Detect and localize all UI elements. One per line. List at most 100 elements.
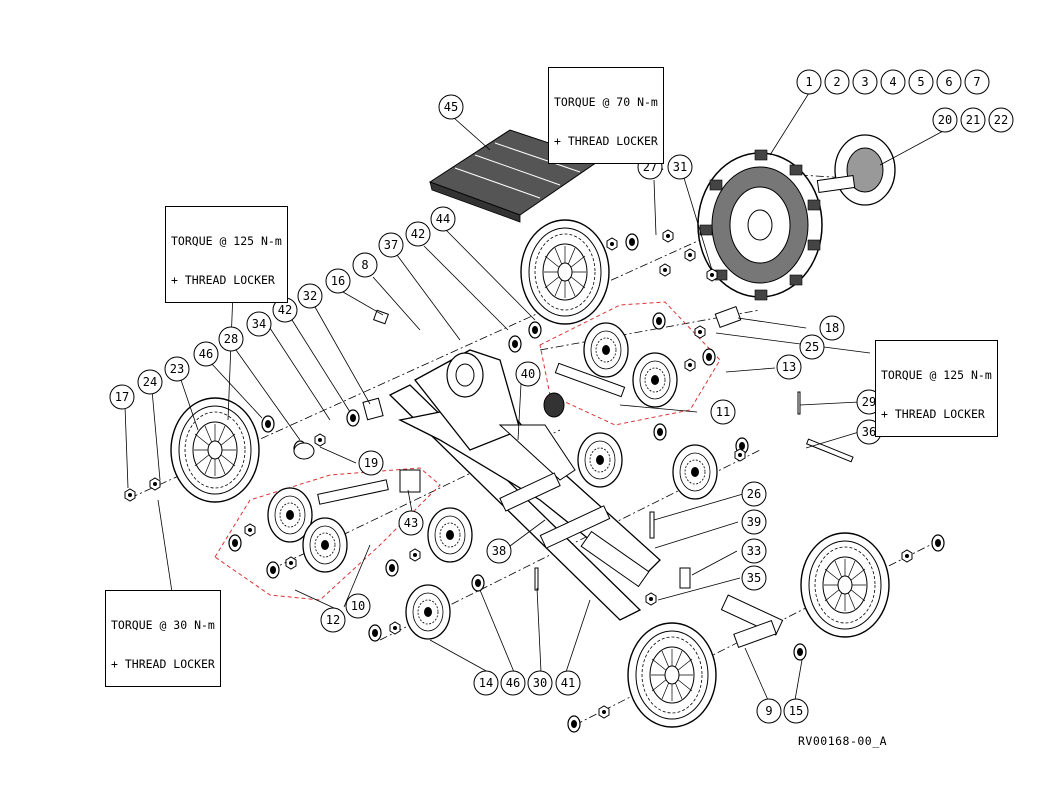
torque-30-note: TORQUE @ 30 N-m + THREAD LOCKER <box>105 590 221 687</box>
balloon-12-label: 12 <box>326 613 340 627</box>
balloon-20-circle <box>932 107 958 133</box>
balloon-17-circle <box>109 384 135 410</box>
balloon-40-label: 40 <box>521 367 535 381</box>
wheel-right <box>800 532 890 638</box>
balloon-2-circle <box>824 69 850 95</box>
balloon-20-label: 20 <box>938 113 952 127</box>
balloon-11-circle <box>710 399 736 425</box>
balloon-9-circle <box>756 698 782 724</box>
drawing-number: RV00168-00_A <box>798 734 888 748</box>
balloon-46-circle <box>500 670 526 696</box>
balloon-29-label: 29 <box>862 395 876 409</box>
leader-lines <box>124 92 946 701</box>
balloon-25-circle <box>799 334 825 360</box>
drive-hub-part <box>816 134 896 206</box>
balloon-39-circle <box>741 509 767 535</box>
balloon-19-circle <box>358 450 384 476</box>
balloon-14-label: 14 <box>479 676 493 690</box>
balloon-35-label: 35 <box>747 571 761 585</box>
balloon-30-label: 30 <box>533 676 547 690</box>
balloon-45-circle <box>438 94 464 120</box>
balloon-22-label: 22 <box>994 113 1008 127</box>
drive-sprocket-part <box>697 149 823 301</box>
wheel-lower <box>627 622 717 728</box>
balloon-8-label: 8 <box>361 258 368 272</box>
balloon-41-label: 41 <box>561 676 575 690</box>
balloon-28-label: 28 <box>224 332 238 346</box>
balloon-2-label: 2 <box>833 75 840 89</box>
balloon-13-label: 13 <box>782 360 796 374</box>
balloon-9-label: 9 <box>765 704 772 718</box>
balloon-38-circle <box>486 538 512 564</box>
balloon-5-label: 5 <box>917 75 924 89</box>
balloon-8-circle <box>352 252 378 278</box>
note-line-1: TORQUE @ 30 N-m <box>111 618 215 632</box>
balloon-34-circle <box>246 311 272 337</box>
balloon-33-circle <box>741 538 767 564</box>
balloon-31-circle <box>667 154 693 180</box>
wheel-upper <box>520 219 610 325</box>
balloon-37-label: 37 <box>384 238 398 252</box>
balloon-17-label: 17 <box>115 390 129 404</box>
balloon-46-circle <box>193 341 219 367</box>
torque-125-right-note: TORQUE @ 125 N-m + THREAD LOCKER <box>875 340 998 437</box>
balloon-39-label: 39 <box>747 515 761 529</box>
balloon-21-label: 21 <box>966 113 980 127</box>
torque-70-note: TORQUE @ 70 N-m + THREAD LOCKER <box>548 67 664 164</box>
balloon-44-circle <box>430 206 456 232</box>
balloon-6-circle <box>936 69 962 95</box>
balloon-42-circle <box>405 221 431 247</box>
note-line-2: + THREAD LOCKER <box>881 407 985 421</box>
note-line-2: + THREAD LOCKER <box>171 273 275 287</box>
balloon-23-label: 23 <box>170 362 184 376</box>
note-line-1: TORQUE @ 125 N-m <box>881 368 992 382</box>
balloon-34-label: 34 <box>252 317 266 331</box>
balloon-32-circle <box>297 283 323 309</box>
balloon-44-label: 44 <box>436 212 450 226</box>
balloon-18-label: 18 <box>825 321 839 335</box>
balloon-21-circle <box>960 107 986 133</box>
balloon-19-label: 19 <box>364 456 378 470</box>
balloon-3-circle <box>852 69 878 95</box>
balloon-18-circle <box>819 315 845 341</box>
balloon-43-label: 43 <box>404 516 418 530</box>
note-line-2: + THREAD LOCKER <box>554 134 658 148</box>
balloon-41-circle <box>555 670 581 696</box>
balloon-6-label: 6 <box>945 75 952 89</box>
balloon-10-circle <box>345 593 371 619</box>
balloon-25-label: 25 <box>805 340 819 354</box>
subassembly-12-outline <box>214 467 441 601</box>
balloon-30-circle <box>527 670 553 696</box>
balloon-1-circle <box>796 69 822 95</box>
note-line-1: TORQUE @ 70 N-m <box>554 95 658 109</box>
balloon-7-circle <box>964 69 990 95</box>
balloon-12-circle <box>320 607 346 633</box>
balloon-16-circle <box>325 268 351 294</box>
balloon-38-label: 38 <box>492 544 506 558</box>
note-line-1: TORQUE @ 125 N-m <box>171 234 282 248</box>
balloon-36-label: 36 <box>862 425 876 439</box>
balloon-46-label: 46 <box>199 347 213 361</box>
balloon-32-label: 32 <box>303 289 317 303</box>
balloon-5-circle <box>908 69 934 95</box>
balloon-7-label: 7 <box>973 75 980 89</box>
shafts-and-pins <box>293 306 854 649</box>
balloon-37-circle <box>378 232 404 258</box>
balloon-33-label: 33 <box>747 544 761 558</box>
balloon-28-circle <box>218 326 244 352</box>
balloon-15-label: 15 <box>789 704 803 718</box>
balloon-45-label: 45 <box>444 100 458 114</box>
balloon-24-circle <box>137 369 163 395</box>
balloon-14-circle <box>473 670 499 696</box>
balloon-26-label: 26 <box>747 487 761 501</box>
balloon-3-label: 3 <box>861 75 868 89</box>
balloon-40-circle <box>515 361 541 387</box>
wheel-23 <box>170 397 260 503</box>
balloon-4-circle <box>880 69 906 95</box>
balloon-23-circle <box>164 356 190 382</box>
balloon-1-label: 1 <box>805 75 812 89</box>
balloon-43-circle <box>398 510 424 536</box>
balloon-16-label: 16 <box>331 274 345 288</box>
